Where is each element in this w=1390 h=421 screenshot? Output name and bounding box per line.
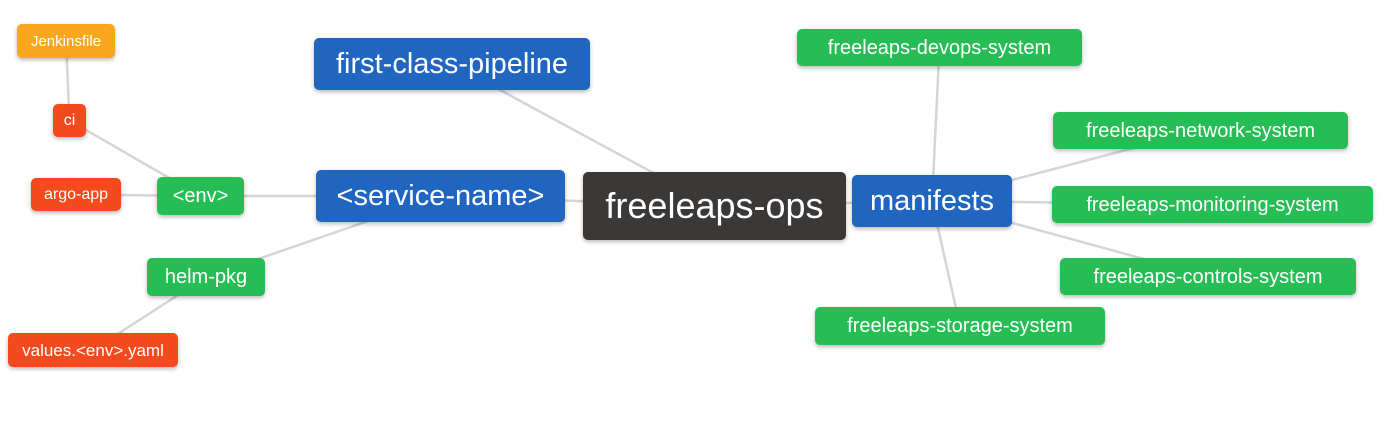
node-controls-system[interactable]: freeleaps-controls-system xyxy=(1060,258,1356,295)
node-helm-pkg[interactable]: helm-pkg xyxy=(147,258,265,296)
node-storage-system[interactable]: freeleaps-storage-system xyxy=(815,307,1105,345)
node-argo-app[interactable]: argo-app xyxy=(31,178,121,211)
node-first-class-pipeline[interactable]: first-class-pipeline xyxy=(314,38,590,90)
node-ci[interactable]: ci xyxy=(53,104,86,137)
node-freeleaps-ops[interactable]: freeleaps-ops xyxy=(583,172,846,240)
node-monitoring-system[interactable]: freeleaps-monitoring-system xyxy=(1052,186,1373,223)
node-network-system[interactable]: freeleaps-network-system xyxy=(1053,112,1348,149)
node-manifests[interactable]: manifests xyxy=(852,175,1012,227)
node-jenkinsfile[interactable]: Jenkinsfile xyxy=(17,24,115,58)
node-service-name[interactable]: <service-name> xyxy=(316,170,565,222)
node-values-env-yaml[interactable]: values.<env>.yaml xyxy=(8,333,178,367)
node-env[interactable]: <env> xyxy=(157,177,244,215)
node-devops-system[interactable]: freeleaps-devops-system xyxy=(797,29,1082,66)
